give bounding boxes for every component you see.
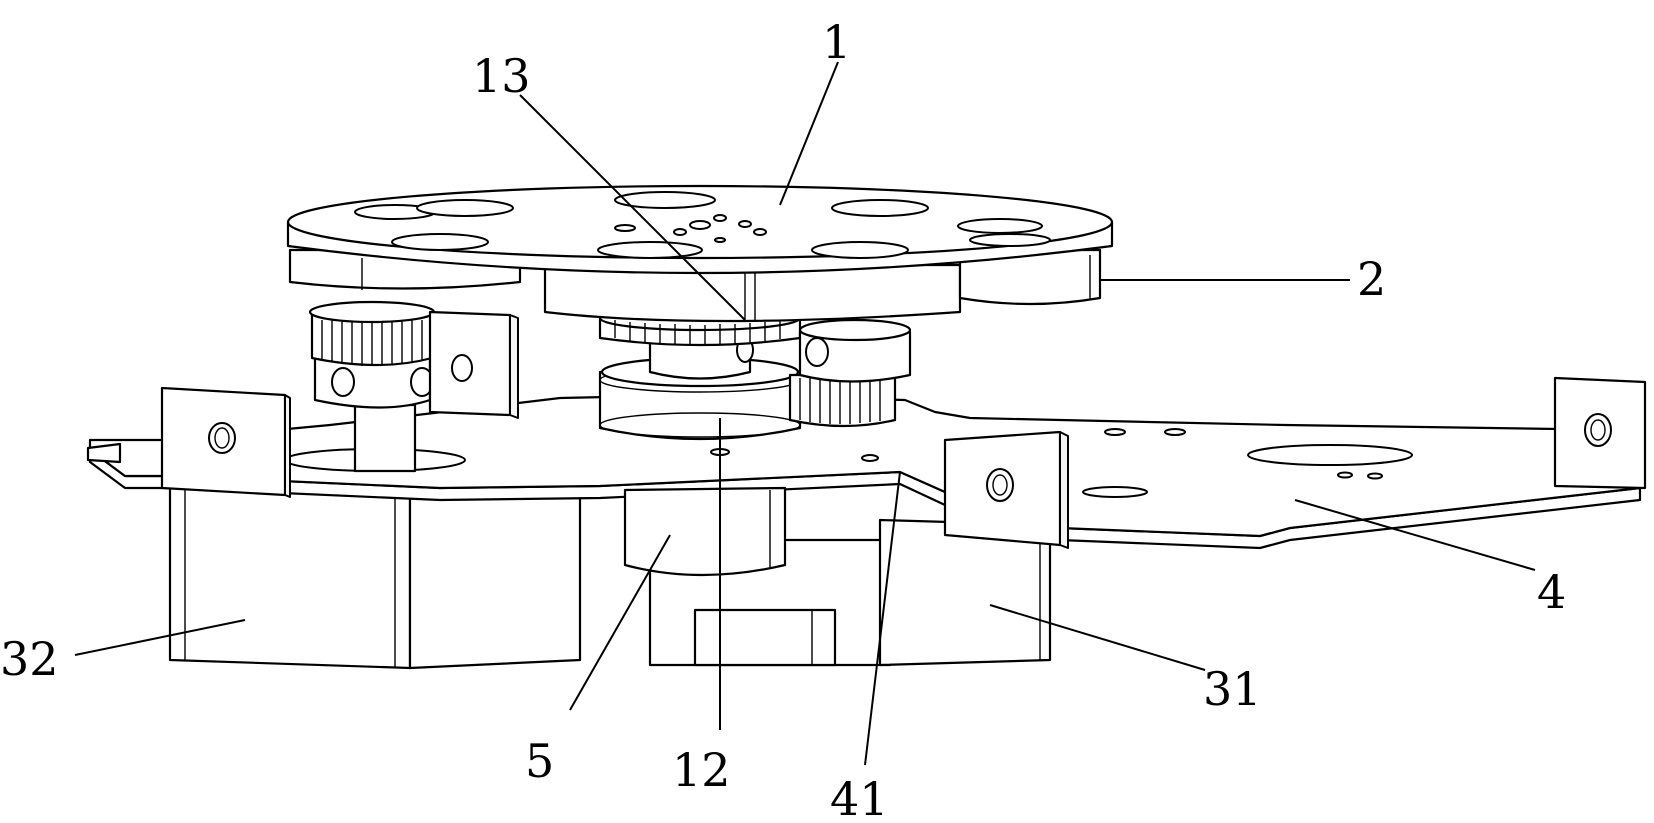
label-13: 13 — [472, 49, 531, 103]
bracket-left — [162, 388, 290, 497]
label-4: 4 — [1537, 565, 1566, 619]
label-1: 1 — [822, 15, 851, 69]
bracket-center-right — [945, 432, 1068, 548]
label-12: 12 — [672, 743, 731, 797]
motor-32 — [170, 485, 580, 668]
left-support-block — [430, 312, 518, 418]
label-5: 5 — [525, 734, 554, 788]
right-pulley — [790, 320, 910, 426]
label-41: 41 — [830, 772, 889, 823]
sleeve-5 — [625, 488, 785, 575]
label-31: 31 — [1203, 662, 1262, 716]
label-32: 32 — [0, 632, 59, 686]
label-2: 2 — [1357, 252, 1386, 306]
bracket-right — [1555, 378, 1645, 488]
top-disc-1 — [288, 186, 1112, 273]
